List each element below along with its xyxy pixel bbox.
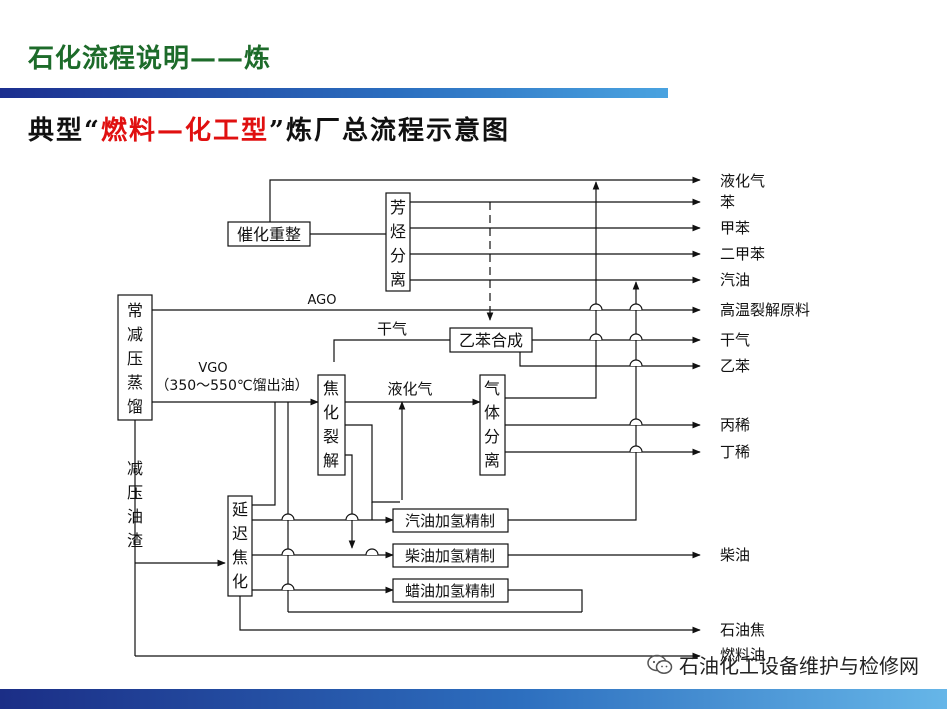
gas-sep-char: 气 [484,379,500,398]
product-label: 甲苯 [720,219,750,237]
aromatics-char: 芳 [390,198,406,217]
stream-label-vacuum-residue: 减 压 油 渣 [127,459,143,550]
wechat-icon [647,654,673,674]
cdu-char: 减 [127,325,143,344]
cdu-char: 压 [127,349,143,368]
product-labels: 液化气 苯 甲苯 二甲苯 汽油 高温裂解原料 干气 乙苯 丙稀 丁稀 柴油 石油… [720,172,810,664]
coker-char: 焦 [323,379,339,398]
cdu-char: 常 [127,301,143,320]
vac-residue-char: 渣 [127,531,143,550]
unit-diesel-hydrotreater: 柴油加氢精制 [392,543,509,568]
unit-gasoline-hydrotreater: 汽油加氢精制 [392,508,509,533]
diesel-ht-label: 柴油加氢精制 [405,547,495,565]
unit-ethylbenzene: 乙苯合成 [449,327,533,353]
delayed-coker-char: 迟 [232,524,248,543]
gasoline-ht-label: 汽油加氢精制 [405,512,495,530]
stream-label-ago: AGO [308,293,337,308]
unit-coker: 焦 化 裂 解 [317,374,346,476]
product-label: 柴油 [720,546,750,564]
diagram-title: 典型“燃料—化工型”炼厂总流程示意图 [28,110,510,147]
unit-delayed-coker: 延 迟 焦 化 [227,495,253,597]
coker-char: 裂 [323,427,339,446]
product-label: 液化气 [720,172,765,190]
reformer-label: 催化重整 [237,225,301,244]
unit-aromatics: 芳 烃 分 离 [385,192,411,292]
stream-label-lpg: 液化气 [387,380,432,398]
vac-residue-char: 油 [127,507,143,526]
vac-residue-char: 减 [127,459,143,478]
stream-label-vgo: VGO [198,361,227,376]
product-label: 高温裂解原料 [720,301,810,319]
product-label: 石油焦 [720,621,765,639]
diagram-title-highlight: 燃料—化工型 [100,116,269,146]
watermark-text: 石油化工设备维护与检修网 [679,654,919,678]
product-label: 丁稀 [720,443,750,461]
product-label: 干气 [720,331,750,349]
unit-wax-hydrotreater: 蜡油加氢精制 [392,578,509,603]
product-label: 汽油 [720,271,750,289]
product-label: 丙稀 [720,416,750,434]
coker-char: 化 [323,403,339,422]
cdu-char: 蒸 [127,373,143,392]
line-crossings [281,303,643,591]
ethylbenzene-label: 乙苯合成 [459,331,523,350]
aromatics-char: 烃 [390,222,406,241]
unit-gas-separation: 气 体 分 离 [479,374,506,476]
footer-bar [0,689,947,709]
gas-sep-char: 分 [484,427,500,446]
diagram-title-prefix: 典型“ [28,116,101,146]
unit-reformer: 催化重整 [227,221,311,247]
cdu-char: 馏 [127,397,143,416]
stream-label-vgo-range: （350～550℃馏出油） [155,378,308,394]
product-label: 二甲苯 [720,245,765,263]
delayed-coker-char: 化 [232,572,248,591]
unit-cdu: 常 减 压 蒸 馏 [117,294,153,421]
slide-title: 石化流程说明——炼 [28,44,272,74]
stream-label-dry-gas: 干气 [377,320,407,338]
aromatics-char: 离 [390,270,406,289]
product-label: 乙苯 [720,357,750,375]
vac-residue-char: 压 [127,483,143,502]
wax-ht-label: 蜡油加氢精制 [405,582,495,600]
aromatics-char: 分 [390,246,406,265]
product-label: 燃料油 [720,646,765,664]
diagram-title-suffix: ”炼厂总流程示意图 [268,116,510,146]
coker-char: 解 [323,451,339,470]
watermark: 石油化工设备维护与检修网 [647,650,919,679]
gas-sep-char: 离 [484,451,500,470]
flow-lines [134,176,701,660]
delayed-coker-char: 延 [232,500,248,519]
product-label: 苯 [720,193,735,211]
title-underline-bar [0,88,668,98]
gas-sep-char: 体 [484,403,500,422]
delayed-coker-char: 焦 [232,548,248,567]
